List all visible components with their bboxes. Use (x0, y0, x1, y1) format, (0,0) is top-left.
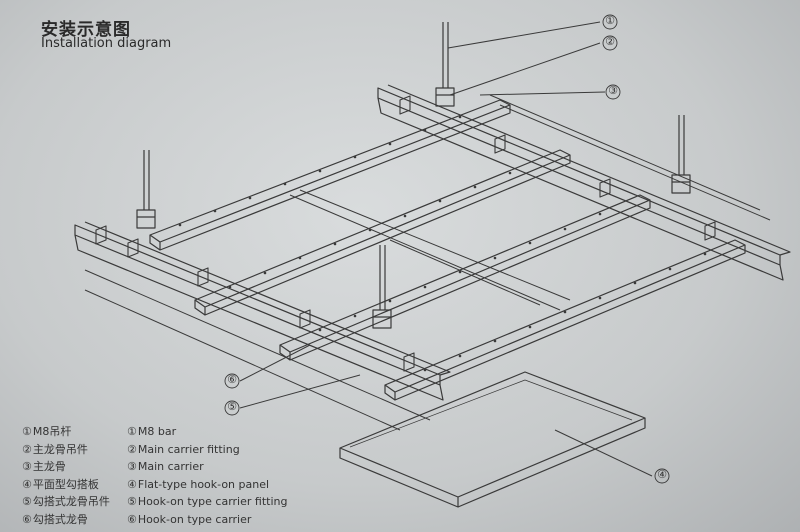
hook-on-carriers (149, 99, 746, 401)
m8-bar (372, 245, 392, 329)
carrier-fitting (403, 352, 415, 372)
legend-row: ①M8吊杆 (22, 425, 72, 438)
callout-label-2: ② (605, 35, 615, 48)
title-chinese: 安装示意图 (41, 20, 131, 40)
callout-4 (654, 468, 670, 484)
legend-row: ⑥Hook-on type carrier (127, 512, 252, 526)
callout-label-5: ⑤ (227, 400, 237, 413)
main-carrier-fitting (136, 209, 156, 229)
legend-english: ①M8 bar ②Main carrier fitting ③Main carr… (127, 423, 287, 529)
callout-3 (605, 84, 621, 100)
carrier-fitting (494, 134, 506, 154)
legend-row: ③主龙骨 (22, 460, 66, 474)
callout-label-6: ⑥ (227, 373, 237, 386)
m8-bar (435, 22, 455, 107)
hook-on-carrier (194, 149, 571, 316)
callout-2 (602, 35, 618, 51)
legend-row: ⑤Hook-on type carrier fitting (127, 495, 288, 509)
callout-label-1: ① (605, 14, 615, 27)
carrier-fitting (197, 267, 209, 287)
m8-bars (136, 22, 691, 329)
legend-row: ④平面型勾搭板 (22, 477, 99, 491)
legend-row: ④Flat-type hook-on panel (127, 477, 270, 491)
main-carrier-fitting (671, 174, 691, 194)
carrier-fitting (399, 95, 411, 115)
carrier-fitting (704, 221, 716, 241)
carrier-fitting (95, 225, 107, 245)
title-english: Installation diagram (41, 36, 172, 51)
callout-1 (602, 14, 618, 30)
callout-label-3: ③ (608, 84, 618, 97)
legend-chinese: ①M8吊杆 ②主龙骨吊件 ③主龙骨 ④平面型勾搭板 ⑤勾搭式龙骨吊件 ⑥勾搭式龙… (22, 423, 110, 529)
main-carrier-fitting (372, 309, 392, 329)
main-carriers (74, 84, 791, 401)
main-carrier-front (74, 221, 451, 401)
carrier-fitting (127, 238, 139, 258)
callout-leaders (239, 21, 653, 477)
hook-on-carrier-fittings (95, 95, 716, 372)
legend-row: ②Main carrier fitting (127, 442, 240, 456)
callout-6 (224, 373, 240, 389)
legend-row: ⑥勾搭式龙骨 (22, 512, 88, 526)
legend-row: ②主龙骨吊件 (22, 442, 88, 456)
carrier-fitting (599, 178, 611, 198)
hook-on-carrier (149, 99, 511, 251)
flat-hook-on-panel (339, 371, 646, 508)
hook-on-carrier (384, 239, 746, 401)
m8-bar (136, 150, 156, 229)
m8-bar (671, 115, 691, 194)
legend-row: ⑤勾搭式龙骨吊件 (22, 495, 110, 509)
carrier-fitting (299, 309, 311, 329)
callout-5 (224, 400, 240, 416)
rear-grid-lines (84, 94, 771, 431)
main-carrier-fitting (435, 87, 455, 107)
callout-label-4: ④ (657, 468, 667, 481)
hook-on-carrier (279, 194, 651, 361)
legend-row: ①M8 bar (127, 425, 177, 438)
legend-row: ③Main carrier (127, 460, 204, 474)
carrier-hook-slots (178, 115, 707, 372)
main-carrier-back (377, 84, 791, 281)
callout-markers (224, 14, 670, 484)
